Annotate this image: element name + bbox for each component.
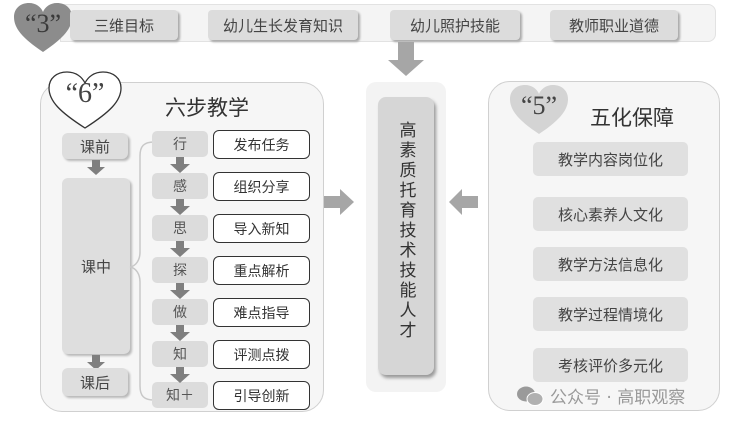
arrow-down-icon: [87, 160, 105, 175]
guarantee-item: 教学方法信息化: [533, 247, 688, 281]
task-publish: 发布任务: [213, 130, 310, 159]
phase-in-class: 课中: [62, 178, 130, 354]
badge-6: “6”: [65, 78, 105, 109]
arrow-down-icon: [170, 199, 190, 215]
arrow-down-icon: [87, 355, 105, 370]
top-item-childcare-skills: 幼儿照护技能: [390, 10, 520, 40]
guarantee-item: 核心素养人文化: [533, 197, 688, 231]
step-tan: 探: [152, 257, 208, 283]
heart-6-icon: [48, 71, 122, 129]
arrow-left-icon: [449, 189, 478, 215]
step-zhi-plus: 知＋: [152, 382, 208, 408]
guarantee-item: 教学过程情境化: [533, 297, 688, 331]
task-share: 组织分享: [213, 172, 310, 201]
task-analysis: 重点解析: [213, 256, 310, 285]
step-zuo: 做: [152, 299, 208, 325]
guarantee-item: 考核评价多元化: [533, 348, 688, 382]
brace-connector: [129, 141, 155, 401]
watermark-text: 公众号 · 高职观察: [550, 388, 686, 408]
arrow-down-icon: [170, 157, 190, 173]
goal-text: 高素质托育技术技能人才: [395, 121, 416, 341]
phase-before-class: 课前: [62, 133, 128, 159]
heart-5-icon: [510, 85, 568, 134]
top-item-teacher-ethics: 教师职业道德: [550, 10, 678, 40]
arrow-right-icon: [324, 189, 354, 215]
task-evaluate: 评测点拨: [213, 340, 310, 369]
arrow-down-icon: [388, 42, 424, 76]
task-guidance: 难点指导: [213, 298, 310, 327]
top-item-three-dim-goals: 三维目标: [70, 10, 178, 40]
heart-3-icon: [14, 3, 72, 52]
badge-5: “5”: [520, 91, 558, 120]
guarantee-item: 教学内容岗位化: [533, 142, 688, 176]
arrow-down-icon: [170, 283, 190, 299]
step-si: 思: [152, 215, 208, 241]
wechat-icon: [517, 386, 544, 406]
step-gan: 感: [152, 173, 208, 199]
step-xing: 行: [152, 131, 208, 157]
arrow-down-icon: [170, 241, 190, 257]
step-zhi: 知: [152, 341, 208, 367]
task-introduce: 导入新知: [213, 214, 310, 243]
task-innovate: 引导创新: [213, 381, 310, 410]
arrow-down-icon: [170, 325, 190, 341]
arrow-down-icon: [170, 367, 190, 383]
five-guarantee-title: 五化保障: [590, 106, 674, 130]
phase-after-class: 课后: [62, 368, 128, 396]
six-step-title: 六步教学: [165, 96, 249, 120]
goal-box: 高素质托育技术技能人才: [378, 97, 434, 375]
top-item-child-development: 幼儿生长发育知识: [208, 10, 358, 40]
watermark: 公众号 · 高职观察: [516, 383, 685, 408]
badge-3: “3”: [24, 9, 62, 38]
